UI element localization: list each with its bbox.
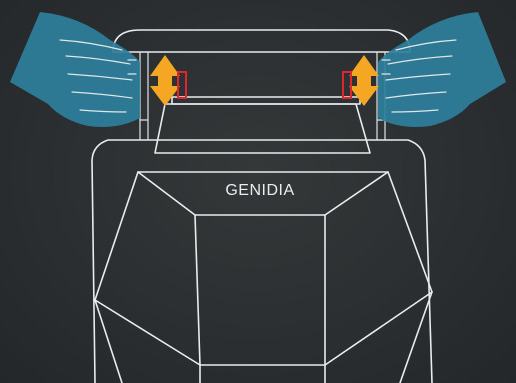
device-lid <box>112 29 411 53</box>
hand-pressing-right-icon <box>378 12 506 127</box>
right-latch-marker-icon <box>342 71 352 99</box>
front-face-inner <box>194 214 326 366</box>
front-face-bevels <box>94 171 433 383</box>
front-face-outer <box>94 171 433 383</box>
left-vertical-arrow-icon <box>150 55 180 106</box>
cover-plate <box>154 103 371 154</box>
slot-bar <box>171 96 361 105</box>
hand-pressing-left-icon <box>10 12 140 127</box>
left-latch-marker-icon <box>177 71 187 99</box>
brand-label: GENIDIA <box>225 182 295 199</box>
device-body-outline <box>91 139 433 383</box>
left-support-post <box>139 51 149 141</box>
right-vertical-arrow-icon <box>349 55 379 106</box>
